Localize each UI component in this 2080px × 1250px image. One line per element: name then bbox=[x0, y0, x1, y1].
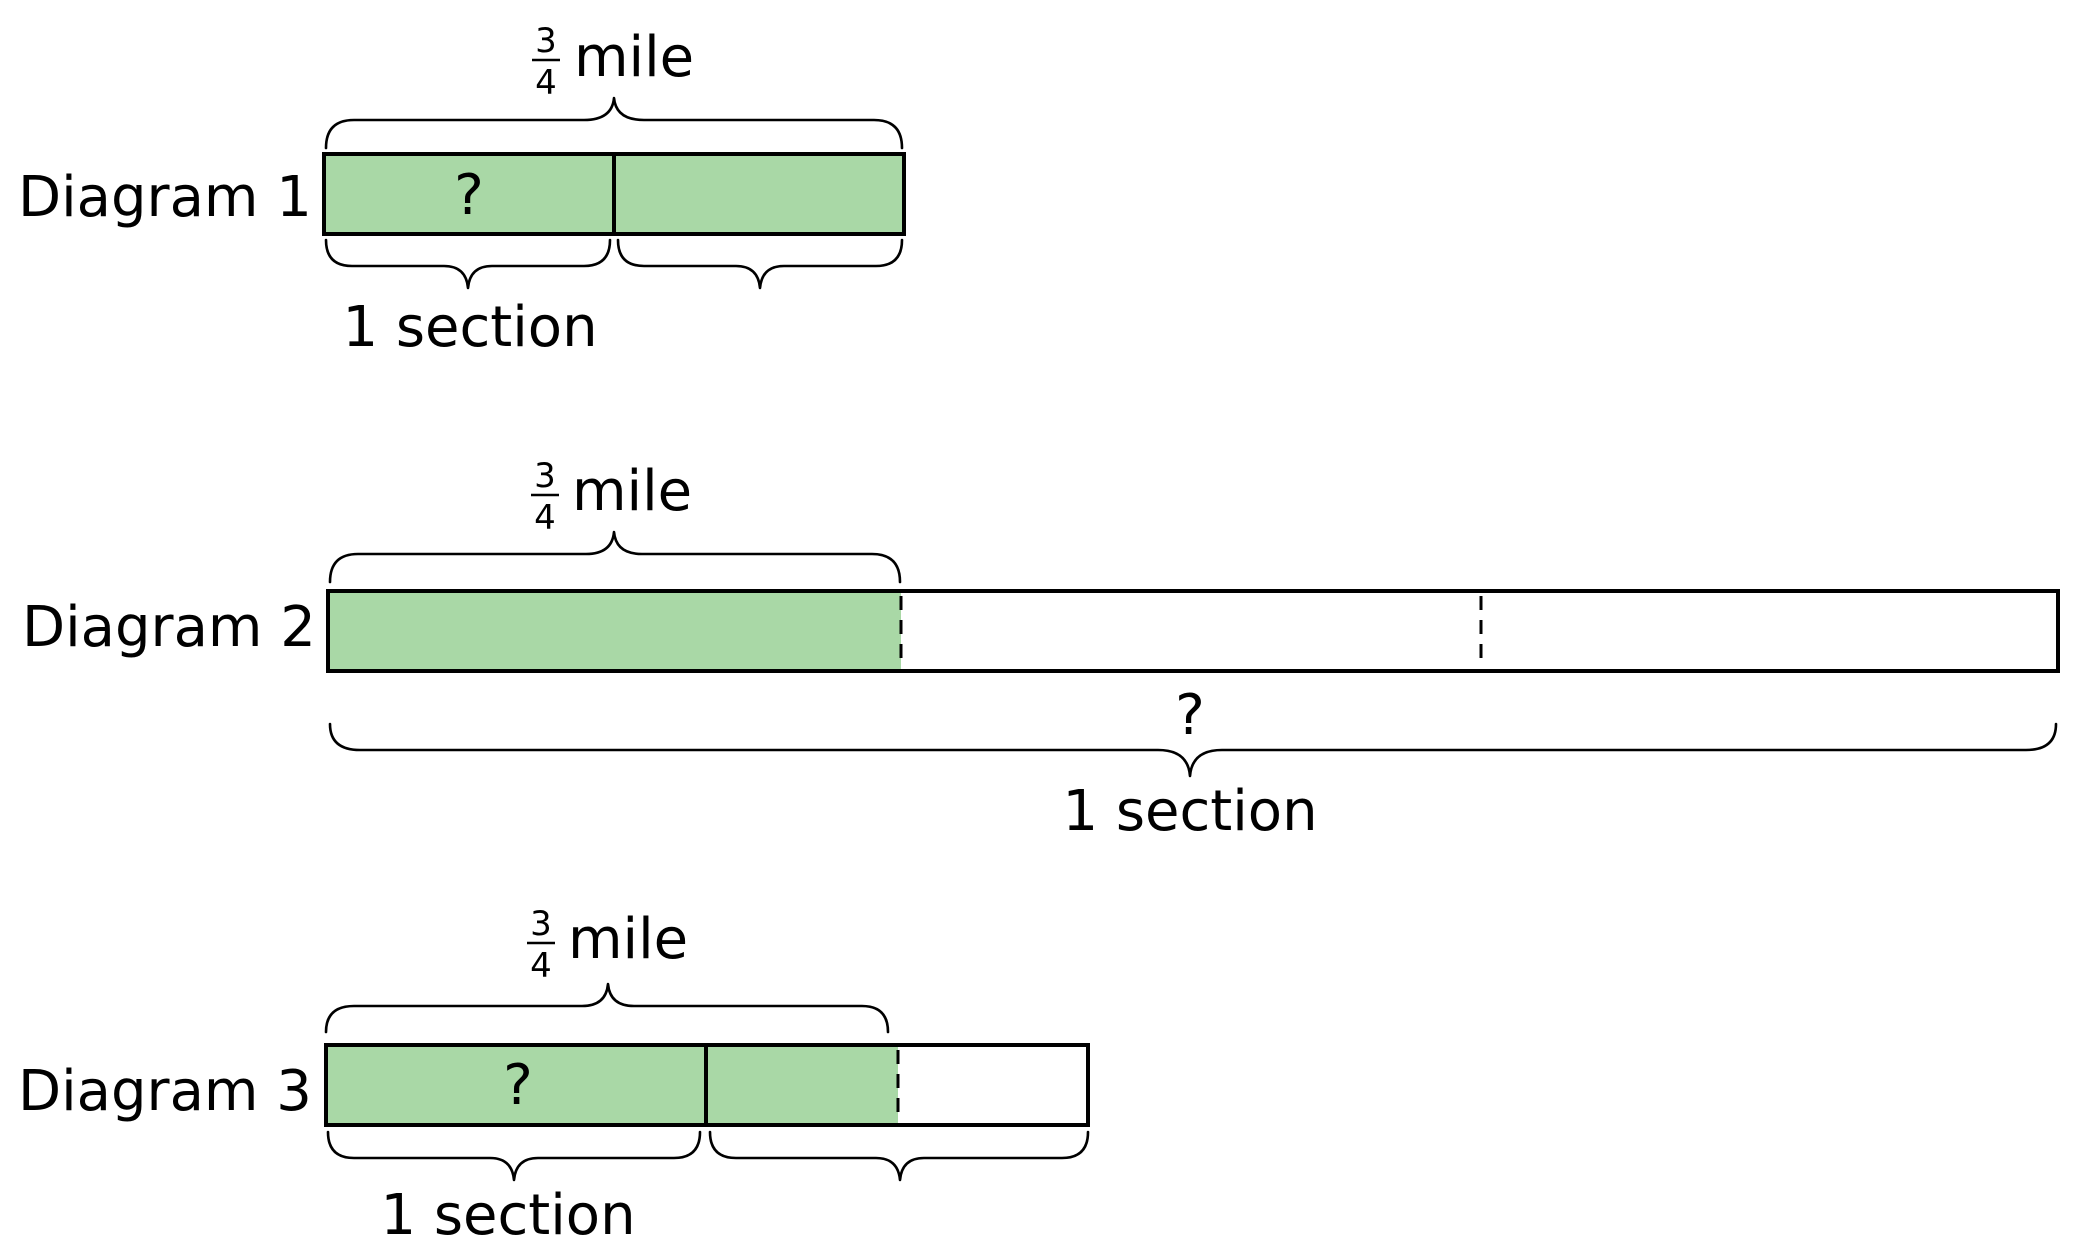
diagram-2-fraction-label: 3 4 mile bbox=[531, 456, 692, 538]
diagram-3-fraction-numerator: 3 bbox=[530, 904, 552, 944]
diagram-3: Diagram 3 3 4 mile ? 1 section bbox=[18, 904, 1090, 1248]
diagram-3-top-brace bbox=[324, 982, 890, 1034]
diagram-1-question-mark: ? bbox=[454, 163, 484, 228]
diagram-3-unshaded-section bbox=[898, 1045, 1088, 1125]
diagram-1: Diagram 1 3 4 mile ? 1 section bbox=[18, 21, 906, 360]
diagram-2-shaded-section bbox=[328, 591, 901, 671]
diagram-3-bottom-brace-2 bbox=[708, 1130, 1090, 1182]
diagram-2-section-label: 1 section bbox=[1062, 779, 1317, 844]
diagram-1-bottom-brace-1 bbox=[324, 238, 612, 290]
diagram-2-label: Diagram 2 bbox=[22, 595, 316, 660]
diagram-3-section-label: 1 section bbox=[380, 1183, 635, 1248]
diagram-2-question-mark: ? bbox=[1175, 683, 1205, 748]
diagram-1-fraction-numerator: 3 bbox=[535, 21, 557, 61]
diagram-1-section-label: 1 section bbox=[342, 295, 597, 360]
diagram-2-unit-label: mile bbox=[572, 459, 692, 524]
diagram-2: Diagram 2 3 4 mile ? 1 section bbox=[22, 456, 2060, 844]
diagram-2-unshaded-section-2 bbox=[1481, 591, 2058, 671]
diagram-3-unit-label: mile bbox=[568, 907, 688, 972]
diagram-1-fraction-label: 3 4 mile bbox=[532, 21, 694, 103]
diagram-2-bottom-brace bbox=[328, 722, 2058, 778]
diagram-3-fraction-denominator: 4 bbox=[530, 946, 552, 986]
diagram-1-top-brace bbox=[324, 96, 904, 150]
diagram-2-unshaded-section-1 bbox=[901, 591, 1481, 671]
diagram-2-bar-outline bbox=[326, 589, 2060, 673]
diagram-3-label: Diagram 3 bbox=[18, 1059, 312, 1124]
diagram-2-top-brace bbox=[328, 530, 902, 584]
diagram-1-unit-label: mile bbox=[574, 25, 694, 90]
diagram-3-shaded-section-2 bbox=[706, 1045, 898, 1125]
diagram-1-fraction-denominator: 4 bbox=[535, 63, 557, 103]
diagram-2-fraction-denominator: 4 bbox=[534, 498, 556, 538]
diagram-1-shaded-section-1 bbox=[324, 154, 614, 234]
diagram-1-label: Diagram 1 bbox=[18, 165, 312, 230]
diagram-1-shaded-section-2 bbox=[614, 154, 904, 234]
diagram-3-fraction-label: 3 4 mile bbox=[527, 904, 688, 986]
diagram-3-bottom-brace-1 bbox=[326, 1130, 702, 1182]
diagram-1-bottom-brace-2 bbox=[616, 238, 904, 290]
diagram-3-shaded-section-1 bbox=[326, 1045, 706, 1125]
diagram-2-fraction-numerator: 3 bbox=[534, 456, 556, 496]
diagram-3-question-mark: ? bbox=[503, 1053, 533, 1118]
